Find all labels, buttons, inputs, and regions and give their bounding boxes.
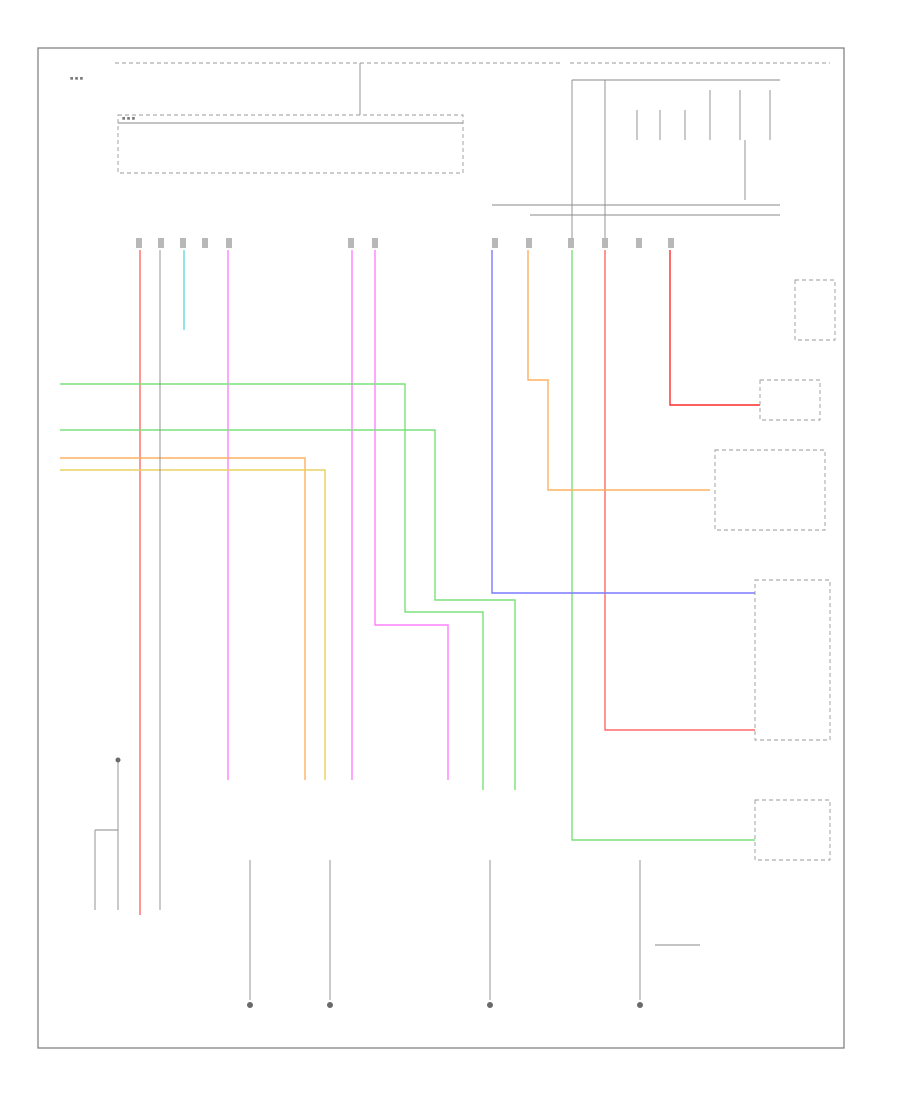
svg-text:■ ■ ■: ■ ■ ■ [122,116,135,122]
right-module-bottom [754,799,831,861]
wire-orange-2 [527,250,710,491]
wire-green-2 [60,429,516,790]
ground-left [247,1002,253,1008]
wire-pink-3 [374,250,449,780]
wire-red-2 [604,250,755,731]
right-module-middle [714,449,826,531]
ground-right [637,1002,643,1008]
wire-green-3 [571,250,755,841]
bottom-feeds [249,860,700,1000]
right-module-top [759,279,836,421]
wire-deep-red-1 [669,250,760,406]
wire-yellow-1 [60,469,326,780]
fuse-block [492,79,780,240]
right-module-lower [754,579,831,741]
wire-orange-1 [60,457,306,780]
lighting-module: ■ ■ ■ ■ ■ ■ [70,63,464,174]
wire-blue-1 [491,250,755,594]
ground-center [487,1002,493,1008]
connector-row-top [136,238,674,248]
wires [60,250,760,915]
diagram-frame [37,47,845,1049]
ground-center-left [327,1002,333,1008]
svg-text:■ ■ ■: ■ ■ ■ [70,76,83,82]
wire-green-1 [60,383,484,790]
left-switch-cluster [94,250,161,910]
